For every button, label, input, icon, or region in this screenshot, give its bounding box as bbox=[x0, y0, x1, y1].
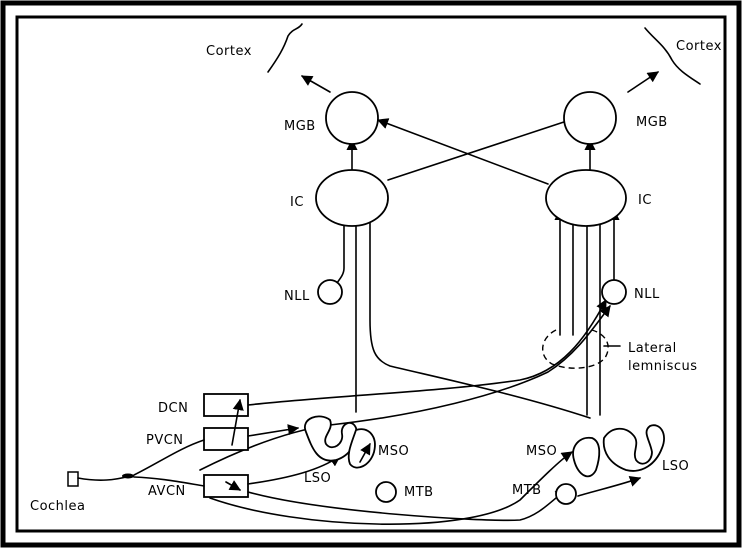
dcn-box bbox=[204, 394, 248, 416]
lso-right-to-ic-left bbox=[370, 210, 590, 418]
avcn-box bbox=[204, 475, 248, 497]
mtb-right-label: MTB bbox=[512, 483, 542, 498]
nll-left-label: NLL bbox=[284, 289, 310, 304]
mgb-left-label: MGB bbox=[284, 119, 316, 134]
avcn-label: AVCN bbox=[148, 484, 186, 499]
cortex-left-outline bbox=[268, 24, 302, 72]
pvcn-to-lso-left bbox=[248, 428, 298, 436]
cortex-right-label: Cortex bbox=[676, 39, 722, 54]
mso-left-label: MSO bbox=[378, 444, 409, 459]
pvcn-label: PVCN bbox=[146, 433, 184, 448]
cochlea-icon bbox=[68, 472, 78, 486]
mgb-right-to-cortex bbox=[628, 72, 658, 92]
mtb-right-circle bbox=[556, 484, 576, 504]
mgb-left-to-cortex bbox=[302, 76, 330, 92]
lso-right-shape bbox=[604, 425, 664, 471]
mgb-right-node bbox=[564, 92, 616, 144]
nerve-fibre-bundle bbox=[122, 474, 134, 479]
mgb-right-label: MGB bbox=[636, 115, 668, 130]
ic-left-node bbox=[316, 170, 388, 226]
cochlea-label: Cochlea bbox=[30, 499, 86, 514]
mtb-right-to-lso-right bbox=[578, 478, 640, 496]
mtb-left-label: MTB bbox=[404, 485, 434, 500]
mso-right-label: MSO bbox=[526, 444, 557, 459]
pvcn-box bbox=[204, 428, 248, 450]
ic-right-node bbox=[546, 170, 626, 226]
mso-right-shape bbox=[573, 438, 599, 477]
nll-right-label: NLL bbox=[634, 287, 660, 302]
lso-right-label: LSO bbox=[662, 459, 689, 474]
cortex-left-label: Cortex bbox=[206, 44, 252, 59]
mtb-left-circle bbox=[376, 482, 396, 502]
lateral-label: Lateral bbox=[628, 341, 677, 356]
ic-right-label: IC bbox=[638, 193, 652, 208]
ic-left-label: IC bbox=[290, 195, 304, 210]
nll-right-node bbox=[602, 280, 626, 304]
mgb-left-node bbox=[326, 92, 378, 144]
nll-left-node bbox=[318, 280, 342, 304]
lso-left-label: LSO bbox=[304, 471, 331, 486]
dcn-label: DCN bbox=[158, 401, 188, 416]
ic-left-to-mgb-right bbox=[388, 118, 576, 180]
lemniscus-label: lemniscus bbox=[628, 359, 698, 374]
dcn-to-nll-right bbox=[248, 300, 606, 405]
